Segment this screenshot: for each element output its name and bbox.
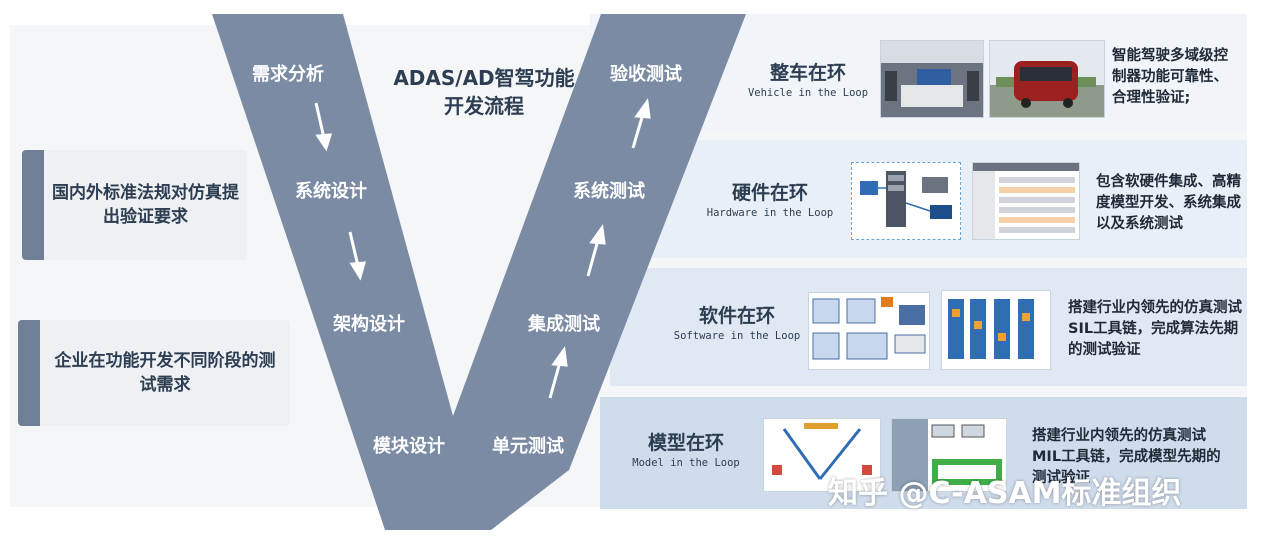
hil-title: 硬件在环 Hardware in the Loop [700,178,840,219]
title-line-2: 开发流程 [444,94,524,118]
watermark: 知乎 @C-ASAM标准组织 [828,476,1182,511]
stage-architecture-design: 架构设计 [333,314,405,335]
up-arrow-icon [586,224,606,277]
mil-v-process-diagram [763,418,881,492]
down-arrow-icon [314,102,333,152]
hil-description: 包含软硬件集成、高精度模型开发、系统集成以及系统测试 [1096,174,1241,232]
stage-unit-test: 单元测试 [492,436,564,457]
stage-requirements-analysis: 需求分析 [252,64,324,85]
sil-title: 软件在环 Software in the Loop [662,301,812,342]
diagram-title: ADAS/AD智驾功能 开发流程 [385,64,583,120]
title-line-1: ADAS/AD智驾功能 [393,66,575,90]
requirement-box-enterprise: 企业在功能开发不同阶段的测试需求 [18,320,290,426]
stage-integration-test: 集成测试 [528,314,600,335]
sil-title-cn: 软件在环 [698,305,775,327]
stage-system-design: 系统设计 [295,181,367,202]
sil-flow-diagram [941,290,1051,370]
down-arrow-icon [348,231,367,281]
stage-system-test: 系统测试 [573,181,645,202]
mil-title-cn: 模型在环 [647,432,724,454]
requirement-box-regulations: 国内外标准法规对仿真提出验证要求 [22,150,247,260]
hil-rack-diagram [851,162,961,240]
sil-title-en: Software in the Loop [673,330,801,342]
vil-lab-photo [880,40,984,118]
hil-title-cn: 硬件在环 [731,182,808,204]
mil-model-screenshot [891,418,1007,492]
vil-title-cn: 整车在环 [769,62,846,84]
requirement-text: 国内外标准法规对仿真提出验证要求 [52,183,239,227]
vil-description: 智能驾驶多域级控制器功能可靠性、合理性验证; [1112,48,1228,106]
mil-description: 搭建行业内领先的仿真测试MIL工具链，完成模型先期的测试验证 [1032,428,1221,486]
stage-acceptance-test: 验收测试 [610,64,682,85]
mil-title-en: Model in the Loop [632,457,740,469]
up-arrow-icon [548,346,568,399]
vil-title: 整车在环 Vehicle in the Loop [738,58,878,99]
sil-description: 搭建行业内领先的仿真测试SIL工具链，完成算法先期的测试验证 [1068,300,1242,358]
hil-title-en: Hardware in the Loop [706,207,834,219]
hil-software-screenshot [972,162,1080,240]
accent-bar [22,150,44,260]
stage-module-design: 模块设计 [373,436,445,457]
vil-vehicle-photo [989,40,1105,118]
up-arrow-icon [631,98,651,149]
sil-architecture-diagram [808,292,930,370]
requirement-text: 企业在功能开发不同阶段的测试需求 [54,351,276,395]
vil-title-en: Vehicle in the Loop [747,87,869,99]
accent-bar [18,320,40,426]
mil-title: 模型在环 Model in the Loop [616,428,756,469]
